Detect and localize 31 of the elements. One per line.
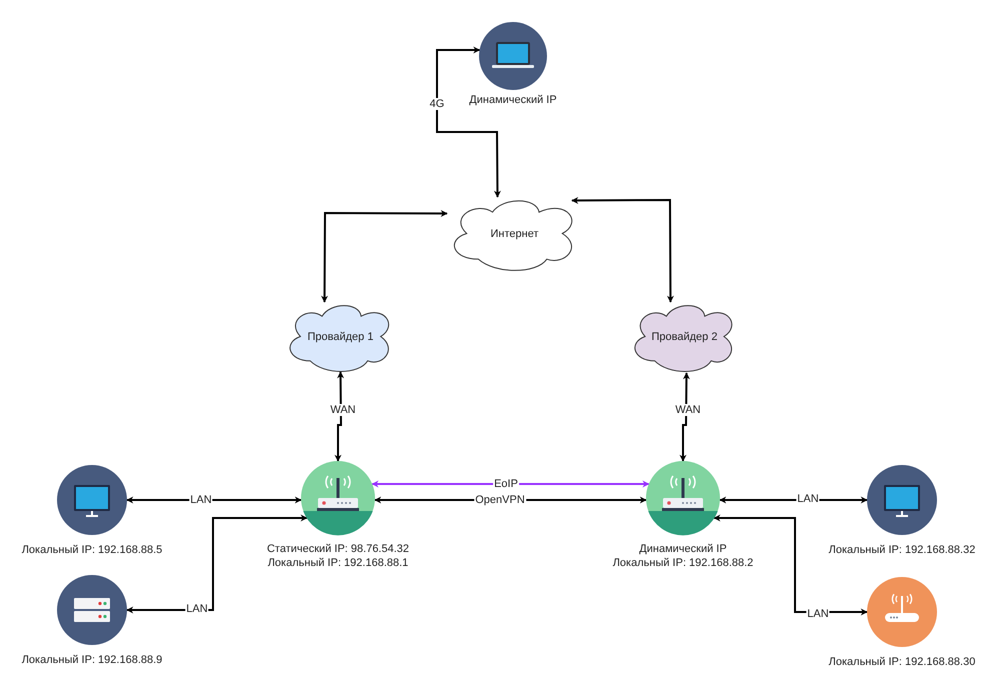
edge-label: LAN xyxy=(189,494,213,506)
connector-arrow xyxy=(436,46,501,198)
cloud-label: Интернет xyxy=(490,228,538,240)
connector-arrow xyxy=(713,514,868,616)
device-label: Статический IP: 98.76.54.32 xyxy=(266,542,410,556)
edge-label: EoIP xyxy=(493,478,519,490)
connector-arrow xyxy=(126,496,302,504)
connector-arrow xyxy=(571,196,674,303)
edge-label: 4G xyxy=(428,98,446,110)
device-label: Динамический IP xyxy=(469,93,557,107)
device-label: Локальный IP: 192.168.88.1 xyxy=(266,556,410,570)
edge-label: OpenVPN xyxy=(474,494,526,506)
connector-arrow xyxy=(321,210,448,303)
device-label: Динамический IP xyxy=(638,542,728,556)
edge-label: WAN xyxy=(674,404,702,416)
edge-label: LAN xyxy=(806,608,830,620)
connector-arrow xyxy=(334,371,344,462)
cloud-label: Провайдер 2 xyxy=(652,330,718,342)
device-label: Локальный IP: 192.168.88.30 xyxy=(828,655,976,669)
connector-arrow xyxy=(680,372,690,462)
device-label: Локальный IP: 192.168.88.9 xyxy=(22,653,162,667)
edge-label: WAN xyxy=(329,404,357,416)
cloud-label: Провайдер 1 xyxy=(308,330,374,342)
connector-arrow xyxy=(126,514,308,614)
connector-arrow xyxy=(372,480,650,488)
device-label: Локальный IP: 192.168.88.5 xyxy=(22,543,162,557)
edge-label: LAN xyxy=(796,493,820,505)
device-label: Локальный IP: 192.168.88.2 xyxy=(612,556,754,570)
connector-arrow xyxy=(719,496,868,504)
device-label: Локальный IP: 192.168.88.32 xyxy=(828,543,976,557)
edge-label: LAN xyxy=(185,603,209,615)
